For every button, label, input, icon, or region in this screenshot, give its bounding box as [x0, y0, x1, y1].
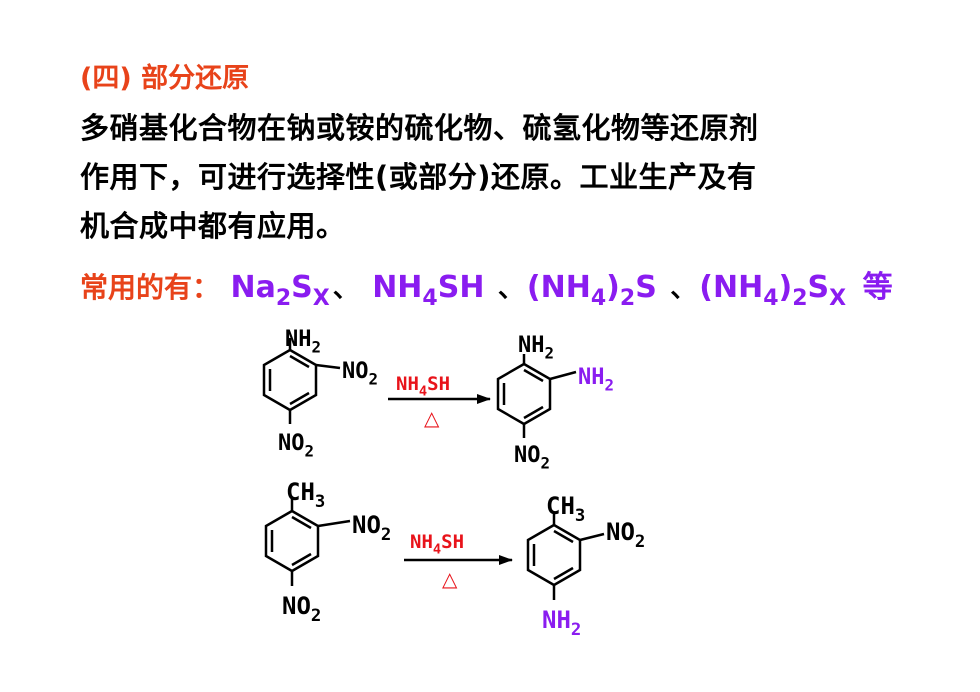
separator: 、 — [497, 274, 524, 304]
r1-product-side-label: NH2 — [578, 365, 614, 395]
description-paragraph: 多硝基化合物在钠或铵的硫化物、硫氢化物等还原剂 作用下，可进行选择性(或部分)还… — [80, 104, 920, 251]
r2-reactant-bottom-label: NO2 — [282, 592, 321, 626]
paragraph-line-1: 多硝基化合物在钠或铵的硫化物、硫氢化物等还原剂 — [80, 111, 759, 145]
separator: 、 — [670, 274, 697, 304]
r2-product-bottom-label: NH2 — [542, 606, 581, 640]
reaction2-product — [526, 513, 605, 600]
reagent-na2sx: Na2SX — [230, 270, 330, 311]
r2-reactant-side-label: NO2 — [352, 511, 391, 545]
paragraph-line-2: 作用下，可进行选择性(或部分)还原。工业生产及有 — [80, 160, 757, 194]
r2-condition-label: △ — [442, 567, 458, 591]
common-reagents-line: 常用的有： Na2SX、 NH4SH 、(NH4)2S 、(NH4)2SX 等 — [80, 262, 893, 311]
r2-reactant-top-label: CH3 — [286, 478, 325, 512]
section-heading: (四) 部分还原 — [80, 63, 250, 94]
reagent-nh4sh: NH4SH — [372, 270, 485, 311]
r1-product-bottom-label: NO2 — [514, 443, 550, 473]
reaction1-reactant — [262, 338, 341, 424]
paragraph-line-3: 机合成中都有应用。 — [80, 209, 346, 243]
reaction2-reactant — [264, 499, 351, 586]
reagent-nh4-2s: (NH4)2S — [526, 270, 657, 311]
r1-reactant-side-label: NO2 — [342, 359, 378, 389]
reaction1-product — [496, 354, 577, 438]
r1-product-top-label: NH2 — [518, 333, 554, 363]
separator: 、 — [332, 274, 359, 304]
reagents-suffix: 等 — [862, 270, 893, 305]
reagent-nh4-2sx: (NH4)2SX — [699, 270, 847, 311]
common-reagents-lead: 常用的有： — [80, 271, 221, 304]
r2-reagent-label: NH4SH — [410, 531, 464, 558]
r1-reactant-top-label: NH2 — [285, 327, 321, 357]
r1-reactant-bottom-label: NO2 — [278, 431, 314, 461]
r2-product-top-label: CH3 — [546, 492, 585, 526]
r1-condition-label: △ — [424, 406, 440, 430]
r2-product-side-label: NO2 — [606, 518, 645, 552]
r1-reagent-label: NH4SH — [396, 373, 450, 400]
